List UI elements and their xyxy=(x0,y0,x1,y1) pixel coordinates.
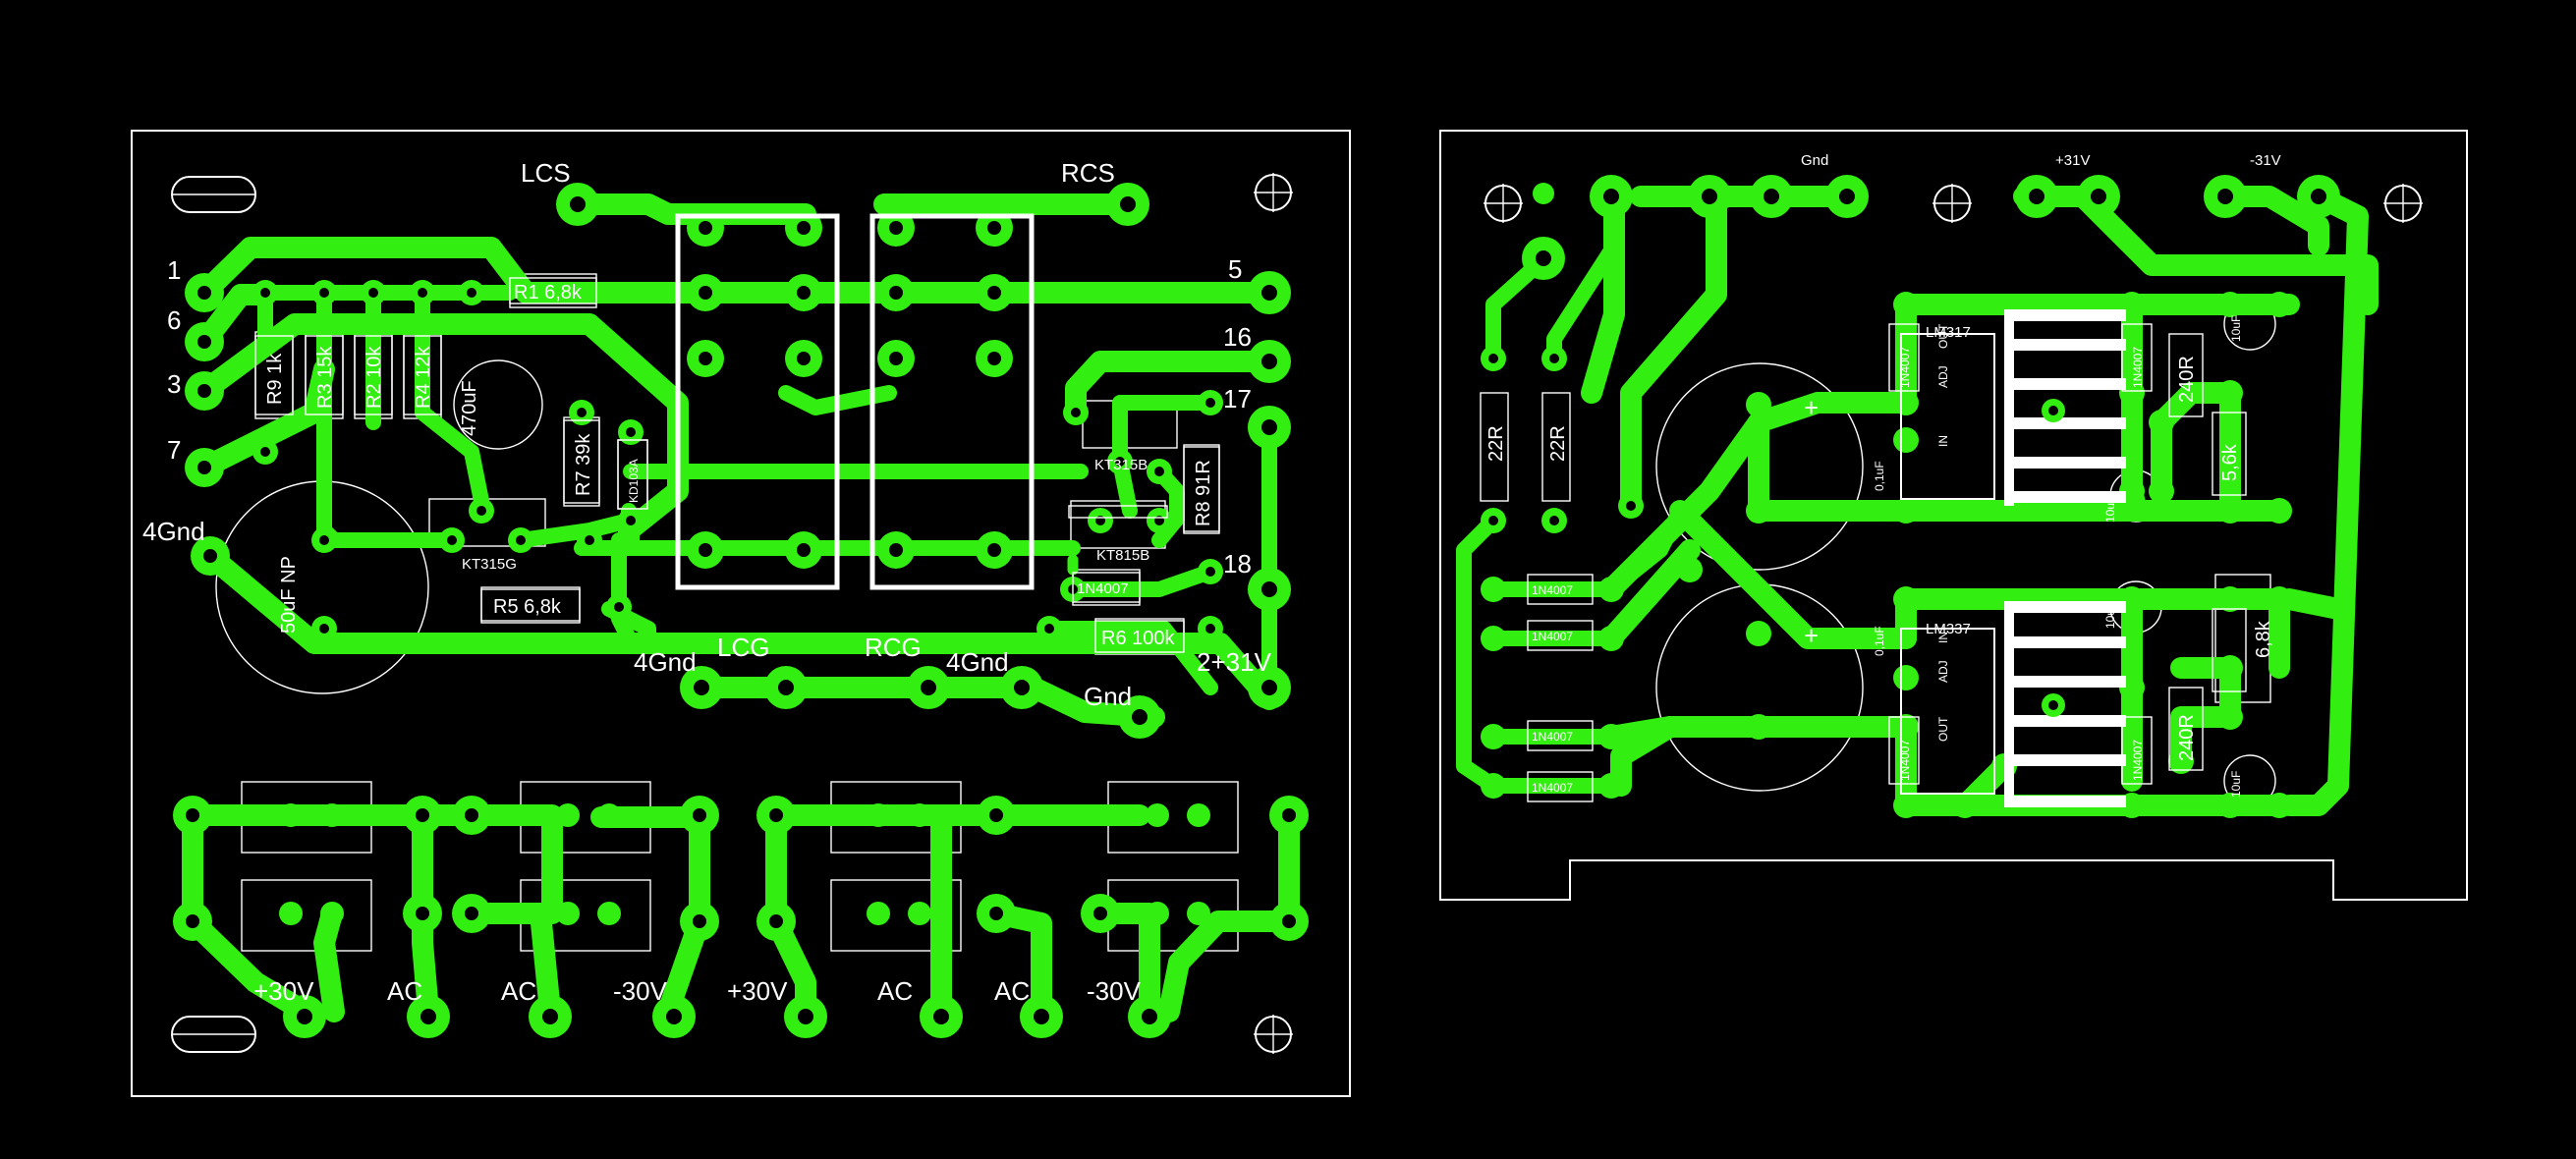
board-2-outline xyxy=(1439,130,2468,901)
comp-b2-d5: 1N4007 xyxy=(1898,347,1912,388)
comp-r1: R1 6,8k xyxy=(514,282,583,304)
comp-kt315g: KT315G xyxy=(462,556,517,573)
relay-right xyxy=(869,213,1035,590)
label-b2-m31v: -31V xyxy=(2250,152,2281,169)
comp-b2-r240b: 240R xyxy=(2176,714,2198,761)
label-3: 3 xyxy=(167,369,181,399)
board-1-outline xyxy=(131,130,1351,1097)
comp-b2-in1: IN xyxy=(1936,435,1950,447)
label-17: 17 xyxy=(1223,384,1252,414)
label-ac-4: AC xyxy=(994,976,1030,1006)
board-2-text: Gnd +31V -31V 22R 22R 1N4007 1N4007 1N40… xyxy=(1485,152,2281,798)
comp-b2-in2: IN xyxy=(1936,632,1950,643)
comp-b2-out1: OUT xyxy=(1936,323,1950,349)
mounting-hole-bottom-right xyxy=(1254,1015,1293,1054)
comp-r7: R7 39k xyxy=(573,433,594,496)
label-m30v-2: -30V xyxy=(1087,976,1142,1006)
comp-b2-d7: 1N4007 xyxy=(2131,347,2145,388)
comp-r4: R4 12k xyxy=(413,346,434,409)
label-lcg: LCG xyxy=(717,633,769,662)
board-1-text: LCS RCS 1 6 3 7 4Gnd 5 16 17 18 LCG RCG … xyxy=(142,158,1272,1006)
board-psu xyxy=(1439,130,2468,901)
comp-b2-plus2: + xyxy=(1804,621,1819,650)
comp-r3: R3 15k xyxy=(314,346,336,409)
label-gnd: Gnd xyxy=(1084,682,1132,711)
label-p30v-1: +30V xyxy=(253,976,314,1006)
comp-r8: R8 91R xyxy=(1193,460,1214,526)
comp-r2: R2 10k xyxy=(364,346,385,409)
comp-r5: R5 6,8k xyxy=(493,596,562,618)
mounting-hole-top-right xyxy=(1254,173,1293,212)
comp-c470: 470uF xyxy=(459,380,480,436)
label-18: 18 xyxy=(1223,549,1252,579)
comp-kt815b: KT815B xyxy=(1096,547,1149,564)
comp-c50: 50uF NP xyxy=(278,556,300,634)
comp-b2-out2: OUT xyxy=(1936,716,1950,742)
label-16: 16 xyxy=(1223,322,1252,352)
label-rcs: RCS xyxy=(1061,158,1115,188)
comp-b2-r22b: 22R xyxy=(1547,425,1569,462)
label-ac-1: AC xyxy=(387,976,422,1006)
comp-b2-c10c: 10uF xyxy=(2103,602,2117,629)
cap-470uf-outline xyxy=(453,359,543,450)
mounting-hole-b2-3 xyxy=(2383,184,2423,223)
comp-b2-lm337: LM337 xyxy=(1926,621,1971,637)
label-ac-2: AC xyxy=(501,976,536,1006)
comp-b2-d6: 1N4007 xyxy=(1898,740,1912,781)
label-rcg: RCG xyxy=(865,633,922,662)
label-5: 5 xyxy=(1228,254,1242,284)
comp-kt315b: KT315B xyxy=(1094,457,1148,473)
comp-r6: R6 100k xyxy=(1101,628,1175,649)
mounting-slot-bottom-left xyxy=(171,1016,256,1053)
comp-b2-d4: 1N4007 xyxy=(1532,781,1573,795)
comp-b2-c10d: 10uF xyxy=(2229,771,2243,798)
mounting-slot-top-left xyxy=(171,176,256,213)
comp-b2-r22a: 22R xyxy=(1485,425,1507,462)
comp-b2-c10a: 10uF xyxy=(2229,315,2243,342)
comp-b2-adj2: ADJ xyxy=(1936,660,1950,683)
label-lcs: LCS xyxy=(521,158,571,188)
comp-b2-r56: 5,6k xyxy=(2219,443,2241,481)
label-7: 7 xyxy=(167,435,181,465)
label-2p31v: 2+31V xyxy=(1197,647,1272,677)
mounting-hole-b2-1 xyxy=(1484,184,1523,223)
label-4gnd-mid-2: 4Gnd xyxy=(946,647,1009,677)
label-m30v-1: -30V xyxy=(613,976,668,1006)
comp-b2-d1: 1N4007 xyxy=(1532,583,1573,597)
board-1-pads xyxy=(173,183,1309,1038)
comp-b2-d8: 1N4007 xyxy=(2131,740,2145,781)
label-4gnd-mid-1: 4Gnd xyxy=(634,647,697,677)
lm317-heatsink xyxy=(1900,309,2126,506)
comp-b2-r240a: 240R xyxy=(2176,356,2198,403)
comp-b2-plus1: + xyxy=(1804,393,1819,422)
label-b2-gnd: Gnd xyxy=(1801,152,1828,169)
label-6: 6 xyxy=(167,305,181,335)
relay-left xyxy=(675,213,840,590)
label-ac-3: AC xyxy=(877,976,913,1006)
label-4gnd-left: 4Gnd xyxy=(142,517,205,546)
mounting-hole-b2-2 xyxy=(1932,184,1972,223)
comp-b2-r68: 6,8k xyxy=(2253,620,2274,658)
comp-b2-c01a: 0,1uF xyxy=(1873,461,1886,491)
comp-b2-adj1: ADJ xyxy=(1936,365,1950,388)
board-protection xyxy=(131,130,1351,1097)
comp-r9: R9 1k xyxy=(264,353,286,405)
comp-b2-c10b: 10uF xyxy=(2103,496,2117,523)
board-1-traces xyxy=(182,193,1300,1022)
label-b2-p31v: +31V xyxy=(2055,152,2090,169)
lm337-heatsink xyxy=(1900,601,2126,807)
comp-b2-d2: 1N4007 xyxy=(1532,630,1573,643)
comp-kd103a: KD103A xyxy=(627,459,641,503)
comp-b2-d3: 1N4007 xyxy=(1532,730,1573,744)
comp-d1: 1N4007 xyxy=(1077,580,1129,597)
board-2-pads xyxy=(1481,175,2340,818)
comp-b2-c01b: 0,1uF xyxy=(1873,626,1886,656)
label-p30v-2: +30V xyxy=(727,976,788,1006)
label-1: 1 xyxy=(167,255,181,285)
comp-b2-lm317: LM317 xyxy=(1926,324,1971,341)
filter-cap-2-outline xyxy=(1655,583,1864,792)
filter-cap-1-outline xyxy=(1655,362,1864,571)
